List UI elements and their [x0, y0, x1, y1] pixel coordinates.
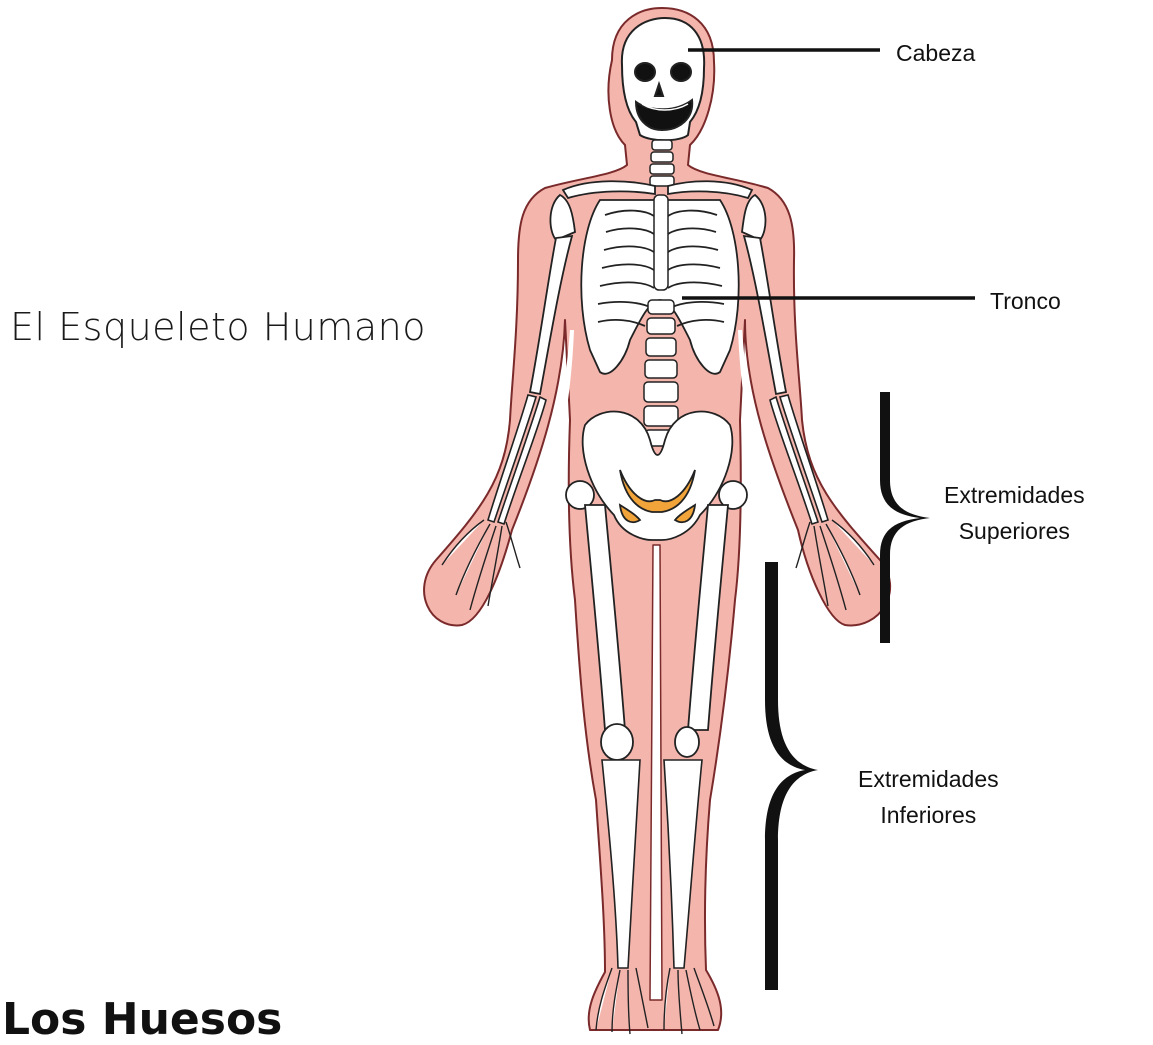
- lower-limbs-brace: [765, 562, 818, 990]
- page-title: El Esqueleto Humano: [10, 305, 426, 349]
- label-upper-limbs-line-2: Superiores: [944, 514, 1085, 550]
- upper-limbs-brace: [880, 392, 930, 643]
- label-trunk: Tronco: [990, 284, 1061, 320]
- label-upper-limbs: Extremidades Superiores: [944, 478, 1085, 549]
- label-lower-limbs-line-1: Extremidades: [858, 762, 999, 798]
- label-upper-limbs-line-1: Extremidades: [944, 478, 1085, 514]
- label-head-text: Cabeza: [896, 36, 975, 72]
- label-lower-limbs-line-2: Inferiores: [858, 798, 999, 834]
- label-lower-limbs: Extremidades Inferiores: [858, 762, 999, 833]
- label-trunk-text: Tronco: [990, 284, 1061, 320]
- label-head: Cabeza: [896, 36, 975, 72]
- page-subtitle: Los Huesos: [2, 998, 282, 1042]
